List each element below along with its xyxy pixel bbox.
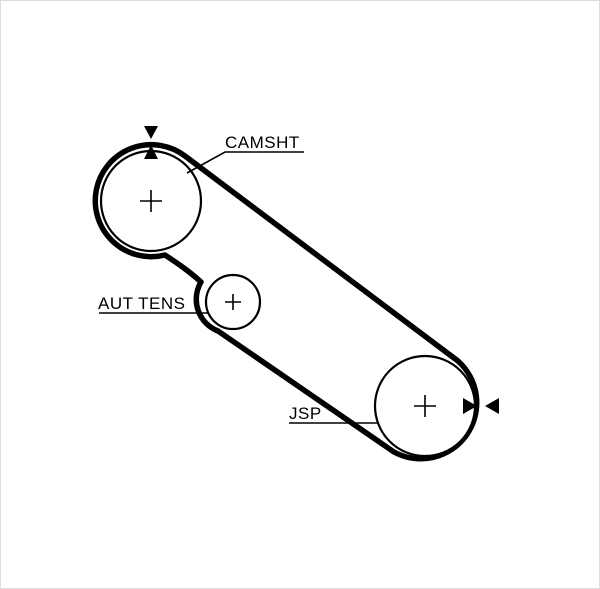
jsp-timing-mark-right-icon xyxy=(463,398,477,414)
camshaft-timing-mark-down-icon xyxy=(144,126,158,139)
camshaft-leader-line xyxy=(186,151,304,174)
jsp-center-mark xyxy=(414,395,436,417)
camshaft-timing-mark-up-icon xyxy=(144,145,158,159)
tensioner-label: AUT TENS xyxy=(98,294,185,313)
tensioner-center-mark xyxy=(225,294,241,310)
camshaft-center-mark xyxy=(140,190,162,212)
jsp-timing-mark-left-icon xyxy=(485,398,499,414)
jsp-label: JSP xyxy=(289,404,322,423)
camshaft-label: CAMSHT xyxy=(225,133,300,152)
